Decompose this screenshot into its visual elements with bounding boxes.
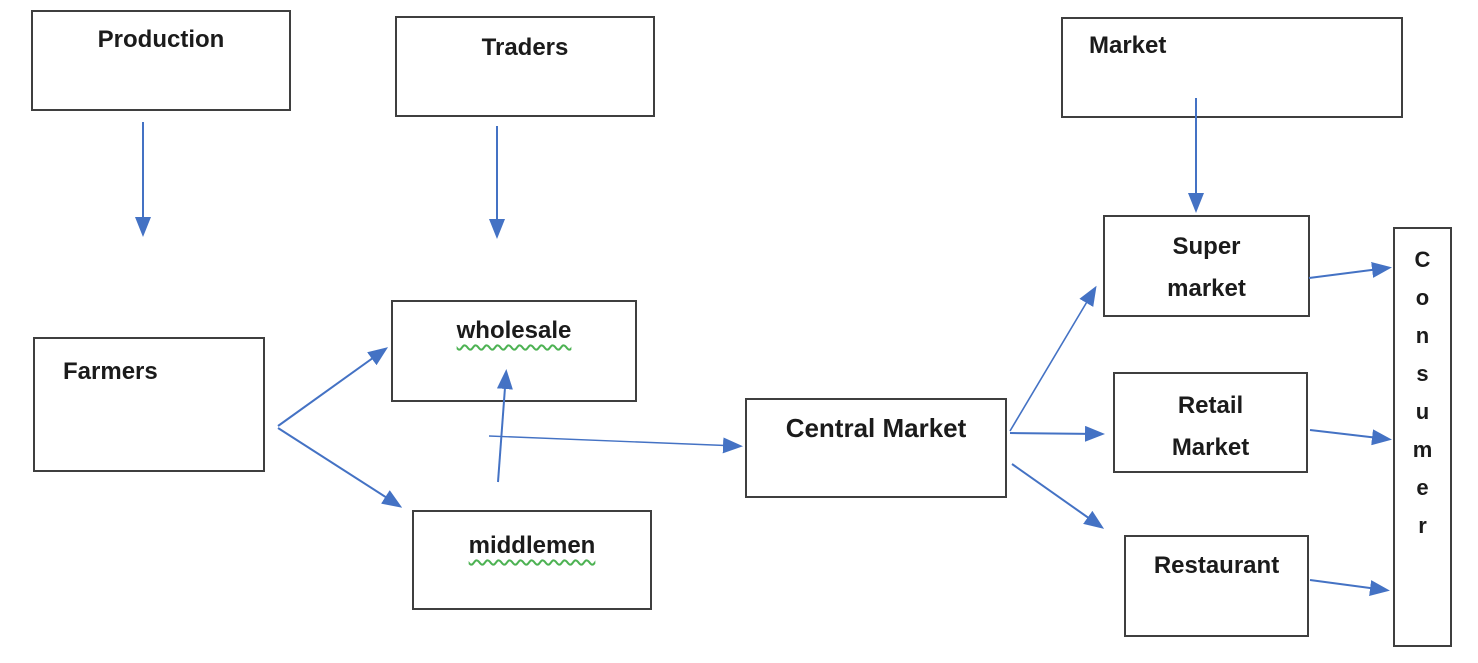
node-retail-market-label-line1: Retail (1177, 392, 1244, 419)
node-retail-market-label-line2: Market (1171, 434, 1250, 461)
node-farmers-label: Farmers (63, 358, 158, 385)
node-traders-label: Traders (481, 34, 569, 61)
node-super-market: Super market (1103, 215, 1310, 317)
node-production: Production (31, 10, 291, 111)
node-wholesale: wholesale (391, 300, 637, 402)
node-wholesale-label: wholesale (456, 317, 572, 344)
node-restaurant: Restaurant (1124, 535, 1309, 637)
node-middlemen-label: middlemen (468, 532, 596, 559)
node-market: Market (1061, 17, 1403, 118)
node-consumer: C o n s u m e r (1393, 227, 1452, 647)
node-super-market-label-line1: Super (1172, 233, 1241, 260)
node-central-market-label: Central Market (785, 413, 967, 443)
consumer-letter-o: o (1415, 285, 1430, 310)
node-restaurant-label: Restaurant (1153, 552, 1280, 579)
arrow-farmers-middlemen (277, 427, 403, 508)
consumer-letter-n: n (1415, 323, 1430, 348)
arrow-retail-consumer (1309, 429, 1392, 446)
node-farmers: Farmers (33, 337, 265, 472)
node-super-market-label-line2: market (1167, 275, 1246, 302)
consumer-letter-u: u (1415, 399, 1430, 424)
consumer-letter-c: C (1414, 247, 1431, 272)
arrow-farmers-wholesale (277, 347, 389, 427)
node-retail-market: Retail Market (1113, 372, 1308, 473)
node-central-market: Central Market (745, 398, 1007, 498)
consumer-letter-r: r (1418, 513, 1427, 538)
consumer-letter-e: e (1416, 475, 1429, 500)
arrow-central-restaurant (1011, 463, 1105, 529)
consumer-letter-s: s (1416, 361, 1429, 386)
arrow-middlemen-central-market (488, 435, 743, 454)
consumer-letter-m: m (1412, 437, 1433, 462)
arrow-supermarket-consumer (1308, 261, 1392, 279)
arrow-central-retail (1009, 425, 1105, 442)
node-middlemen: middlemen (412, 510, 652, 610)
node-traders: Traders (395, 16, 655, 117)
arrow-central-supermarket (1009, 285, 1097, 432)
arrow-restaurant-consumer (1309, 579, 1390, 596)
node-production-label: Production (97, 26, 225, 53)
node-market-label: Market (1089, 32, 1167, 59)
